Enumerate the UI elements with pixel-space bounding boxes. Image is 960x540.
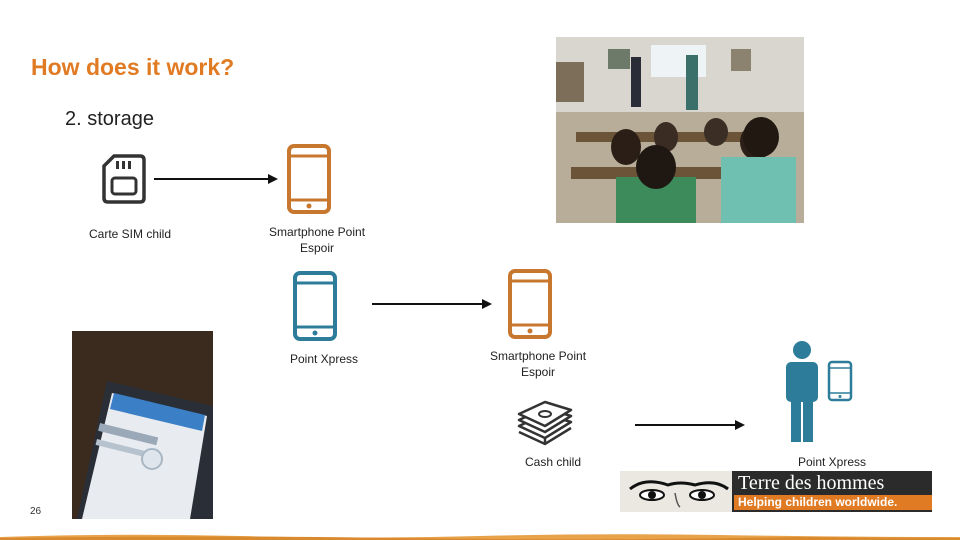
page-number: 26: [30, 506, 42, 517]
phone-photo: [72, 331, 213, 519]
smartphone-icon: [287, 144, 331, 214]
cash-icon: [517, 400, 573, 446]
sim-child-label: Carte SIM child: [88, 227, 172, 241]
person-with-phone-icon: [786, 341, 853, 442]
slide-title: How does it work?: [31, 54, 235, 80]
slide-subtitle: 2. storage: [65, 108, 154, 130]
footer-brush-stroke: [0, 534, 960, 540]
point-xpress-label-2: Point Xpress: [797, 455, 867, 469]
smartphone-espoir-label-2: Smartphone Point Espoir: [489, 349, 587, 379]
logo-tagline: Helping children worldwide.: [734, 495, 932, 510]
logo-face-image: [620, 471, 732, 512]
arrow-1: [154, 174, 278, 184]
cash-child-label: Cash child: [524, 455, 582, 469]
sim-card-icon: [102, 154, 146, 204]
logo-text-block: Terre des hommes Helping children worldw…: [734, 471, 932, 512]
arrow-2: [372, 299, 492, 309]
smartphone-icon-2: [508, 269, 552, 339]
classroom-photo: [556, 37, 804, 223]
smartphone-teal-icon: [293, 271, 337, 341]
logo-name: Terre des hommes: [738, 472, 885, 494]
smartphone-espoir-label-1: Smartphone Point Espoir: [268, 225, 366, 255]
arrow-3: [635, 420, 745, 430]
point-xpress-label-1: Point Xpress: [289, 352, 359, 366]
terre-des-hommes-logo: Terre des hommes Helping children worldw…: [620, 471, 932, 512]
